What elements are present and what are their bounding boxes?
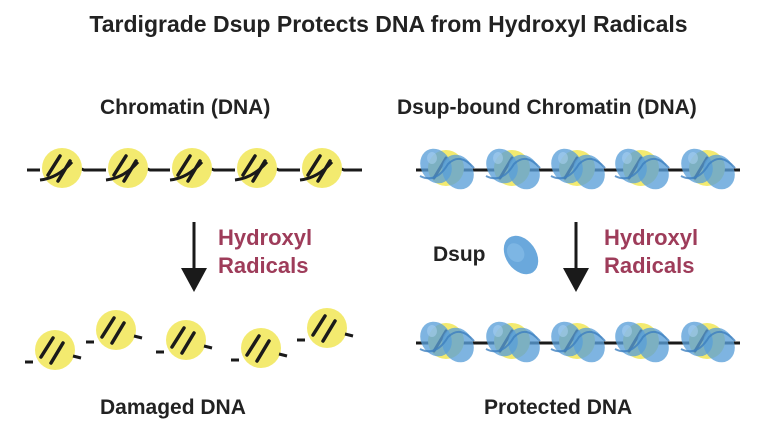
right-arrow	[563, 222, 589, 292]
left-arrow	[181, 222, 207, 292]
damaged-nucleosome	[231, 328, 288, 368]
protected-dna-caption: Protected DNA	[484, 396, 633, 419]
chromatin-heading: Chromatin (DNA)	[100, 96, 271, 119]
damaged-nucleosome	[86, 310, 143, 350]
dsup-bound-chromatin-chain	[416, 148, 740, 190]
damaged-chromatin-fragments	[25, 308, 354, 370]
top-dsup-coated-nucleosome	[550, 148, 606, 190]
left-radicals-label-line2: Radicals	[218, 253, 309, 278]
top-dsup-coated-nucleosome	[419, 148, 475, 190]
top-dsup-coated-nucleosome	[485, 148, 541, 190]
left-radicals-label-line1: Hydroxyl	[218, 225, 313, 250]
intact-nucleosome	[234, 148, 277, 188]
dsup-protein-label: Dsup	[433, 243, 486, 266]
page-title: Tardigrade Dsup Protects DNA from Hydrox…	[89, 11, 688, 37]
intact-nucleosome	[299, 148, 342, 188]
intact-chromatin-chain	[27, 148, 362, 188]
bottom-dsup-coated-nucleosome	[550, 321, 606, 363]
damaged-nucleosome	[25, 330, 82, 370]
top-dsup-coated-nucleosome	[614, 148, 670, 190]
intact-nucleosome	[169, 148, 212, 188]
bottom-dsup-coated-nucleosome	[485, 321, 541, 363]
protected-chromatin-chain	[416, 321, 740, 363]
dsup-chromatin-heading: Dsup-bound Chromatin (DNA)	[397, 96, 697, 119]
top-dsup-coated-nucleosome	[680, 148, 736, 190]
bottom-dsup-coated-nucleosome	[419, 321, 475, 363]
dsup-protein-icon	[503, 235, 539, 275]
damaged-nucleosome	[156, 320, 213, 360]
intact-nucleosome	[105, 148, 148, 188]
intact-nucleosome	[39, 148, 82, 188]
bottom-dsup-coated-nucleosome	[680, 321, 736, 363]
damaged-nucleosome	[297, 308, 354, 348]
right-radicals-label-line1: Hydroxyl	[604, 225, 699, 250]
right-radicals-label-line2: Radicals	[604, 253, 695, 278]
damaged-dna-caption: Damaged DNA	[100, 396, 246, 419]
bottom-dsup-coated-nucleosome	[614, 321, 670, 363]
